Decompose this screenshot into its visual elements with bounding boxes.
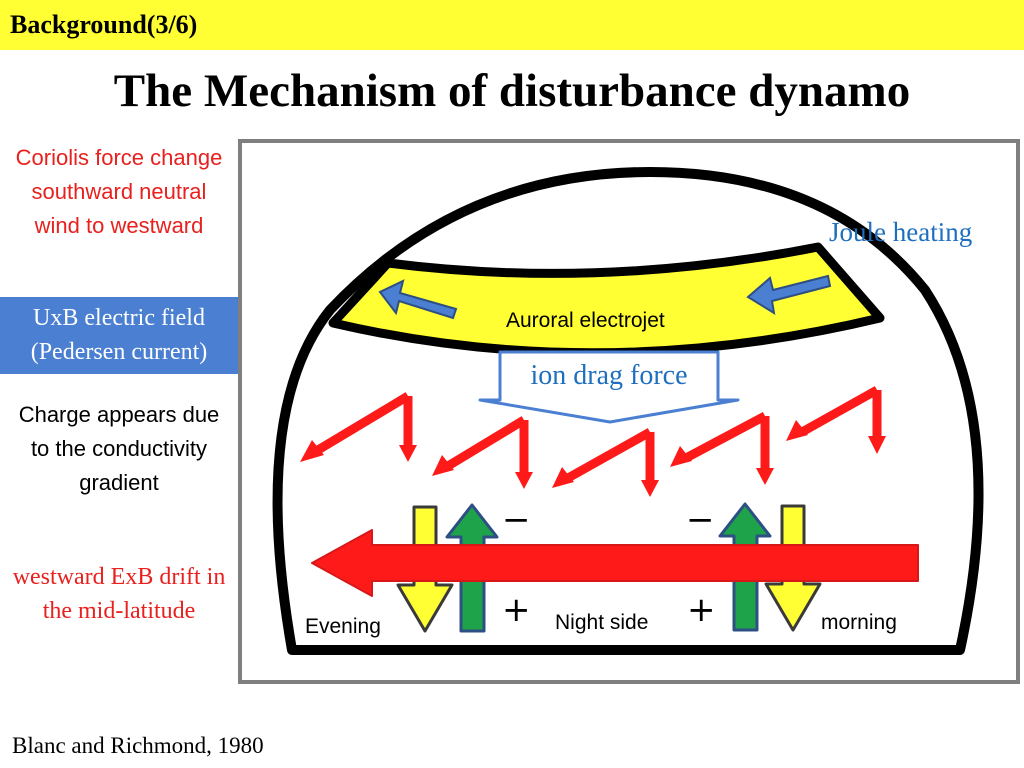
step-coriolis-text: Coriolis force change southward neutral … <box>15 145 223 238</box>
citation: Blanc and Richmond, 1980 <box>12 733 264 758</box>
step-uxb-text: UxB electric field (Pedersen current) <box>30 305 208 365</box>
section-label: Background(3/6) <box>10 10 198 39</box>
step-uxb-box: UxB electric field (Pedersen current) <box>0 297 238 374</box>
wind-arrow-2 <box>432 416 533 489</box>
plus-sign-right: + <box>687 590 716 630</box>
westward-exb-arrow <box>311 529 919 597</box>
minus-sign-left: − <box>502 500 531 540</box>
ion-drag-force-label: ion drag force <box>530 360 688 391</box>
wind-arrow-1 <box>300 392 417 462</box>
step-exb-text: westward ExB drift in the mid-latitude <box>12 564 226 624</box>
minus-sign-right: − <box>686 500 715 540</box>
wind-arrow-5 <box>786 386 886 454</box>
evening-label: Evening <box>305 615 381 638</box>
night-side-label: Night side <box>555 611 649 634</box>
wind-arrow-3 <box>552 428 659 497</box>
ion-drag-callout <box>478 350 740 424</box>
auroral-oval-band <box>328 242 885 358</box>
red-wind-arrows <box>300 386 886 497</box>
auroral-electrojet-label: Auroral electrojet <box>506 309 665 332</box>
morning-label: morning <box>821 611 897 634</box>
header-bar: Background(3/6) <box>0 0 1024 50</box>
blue-arrow-right <box>746 274 832 316</box>
plus-sign-left: + <box>502 590 531 630</box>
blue-arrow-left <box>378 279 458 320</box>
joule-heating-label: Joule heating <box>829 217 973 247</box>
step-charge-text: Charge appears due to the conductivity g… <box>18 402 220 495</box>
wind-arrow-4 <box>670 412 774 485</box>
slide-title: The Mechanism of disturbance dynamo <box>113 65 911 117</box>
